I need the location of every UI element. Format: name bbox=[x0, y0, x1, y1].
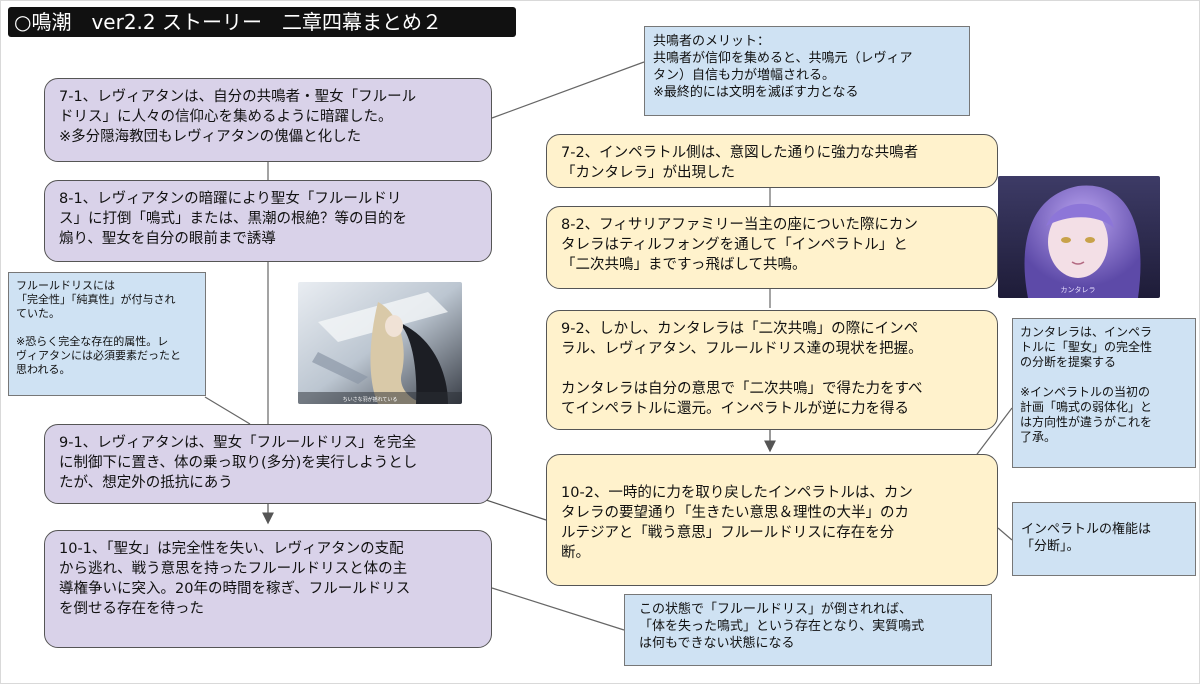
box-8-1-text: 8-1、レヴィアタンの暗躍により聖女「フルールドリ ス」に打倒「鳴式」または、黒… bbox=[59, 191, 407, 247]
note-resonator-merit: 共鳴者のメリット： 共鳴者が信仰を集めると、共鳴元（レヴィア タン）自信も力が増… bbox=[644, 26, 970, 116]
box-9-1: 9-1、レヴィアタンは、聖女「フルールドリス」を完全 に制御下に置き、体の乗っ取… bbox=[44, 424, 492, 504]
note-imperator-power-text: インペラトルの権能は 「分断」。 bbox=[1021, 522, 1152, 554]
cantarella-caption: カンタレラ bbox=[1061, 285, 1096, 294]
box-8-1: 8-1、レヴィアタンの暗躍により聖女「フルールドリ ス」に打倒「鳴式」または、黒… bbox=[44, 180, 492, 262]
note-defeat-state-text: この状態で「フルールドリス」が倒されれば、 「体を失った鳴式」という存在となり、… bbox=[639, 602, 925, 651]
box-7-2: 7-2、インペラトル側は、意図した通りに強力な共鳴者 「カンタレラ」が出現した bbox=[546, 134, 998, 188]
note-cantarella-proposal-text: カンタレラは、インペラ トルに「聖女」の完全性 の分断を提案する ※インペラトル… bbox=[1020, 325, 1153, 444]
box-9-1-text: 9-1、レヴィアタンは、聖女「フルールドリス」を完全 に制御下に置き、体の乗っ取… bbox=[59, 435, 418, 491]
box-10-1-text: 10-1、「聖女」は完全性を失い、レヴィアタンの支配 から逃れ、戦う意思を持った… bbox=[59, 541, 411, 617]
line-7-1-to-merit-note bbox=[491, 61, 645, 119]
line-fleur-note-to-9-1 bbox=[204, 396, 251, 425]
box-10-2-text: 10-2、一時的に力を取り戻したインペラトルは、カン タレラの要望通り「生きたい… bbox=[561, 485, 913, 561]
fleurdelys-illustration: ちいさな羽が揺れている bbox=[298, 282, 462, 404]
line-imperator-note-to-10-2 bbox=[997, 527, 1013, 541]
box-7-1: 7-1、レヴィアタンは、自分の共鳴者・聖女「フルール ドリス」に人々の信仰心を集… bbox=[44, 78, 492, 162]
box-10-2: 10-2、一時的に力を取り戻したインペラトルは、カン タレラの要望通り「生きたい… bbox=[546, 454, 998, 586]
box-8-2: 8-2、フィサリアファミリー当主の座についた際にカン タレラはティルフォングを通… bbox=[546, 206, 998, 289]
cantarella-illustration: カンタレラ bbox=[998, 176, 1160, 298]
box-7-2-text: 7-2、インペラトル側は、意図した通りに強力な共鳴者 「カンタレラ」が出現した bbox=[561, 145, 919, 181]
page-title: ○鳴潮 ver2.2 ストーリー 二章四幕まとめ２ bbox=[8, 7, 516, 37]
note-resonator-merit-text: 共鳴者のメリット： 共鳴者が信仰を集めると、共鳴元（レヴィア タン）自信も力が増… bbox=[653, 34, 913, 100]
box-9-2-text: 9-2、しかし、カンタレラは「二次共鳴」の際にインペ ラル、レヴィアタン、フルー… bbox=[561, 321, 923, 417]
note-defeat-state: この状態で「フルールドリス」が倒されれば、 「体を失った鳴式」という存在となり、… bbox=[624, 594, 992, 666]
box-9-2: 9-2、しかし、カンタレラは「二次共鳴」の際にインペ ラル、レヴィアタン、フルー… bbox=[546, 310, 998, 430]
line-10-1-to-state-note bbox=[491, 587, 625, 631]
fleurdelys-caption: ちいさな羽が揺れている bbox=[343, 396, 398, 403]
note-imperator-power: インペラトルの権能は 「分断」。 bbox=[1012, 502, 1196, 576]
note-fleurdelys-attributes: フルールドリスには 「完全性」「純真性」が付与され ていた。 ※恐らく完全な存在… bbox=[8, 272, 206, 396]
box-8-2-text: 8-2、フィサリアファミリー当主の座についた際にカン タレラはティルフォングを通… bbox=[561, 217, 918, 273]
box-10-1: 10-1、「聖女」は完全性を失い、レヴィアタンの支配 から逃れ、戦う意思を持った… bbox=[44, 530, 492, 648]
note-fleurdelys-attributes-text: フルールドリスには 「完全性」「純真性」が付与され ていた。 ※恐らく完全な存在… bbox=[16, 279, 181, 376]
note-cantarella-proposal: カンタレラは、インペラ トルに「聖女」の完全性 の分断を提案する ※インペラトル… bbox=[1012, 318, 1196, 468]
box-7-1-text: 7-1、レヴィアタンは、自分の共鳴者・聖女「フルール ドリス」に人々の信仰心を集… bbox=[59, 89, 417, 145]
